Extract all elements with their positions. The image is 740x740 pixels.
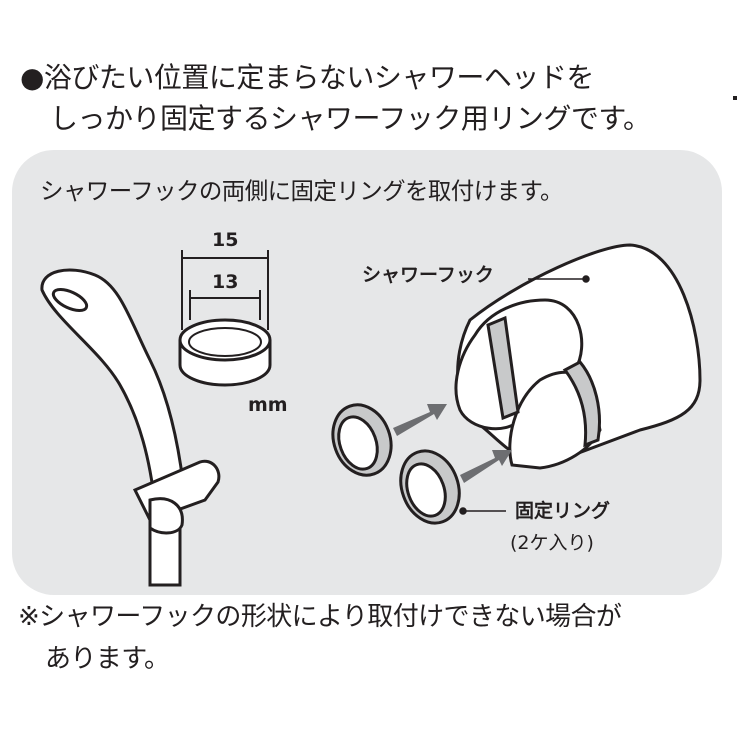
headline-line-1: ●浴びたい位置に定まらないシャワーヘッドを bbox=[20, 61, 594, 94]
fixing-ring-label: 固定リング bbox=[515, 500, 611, 522]
outer-diameter-label: 15 bbox=[212, 229, 239, 251]
shower-hook-label: シャワーフック bbox=[362, 264, 494, 286]
leader-lines bbox=[459, 275, 590, 515]
shower-hook-icon bbox=[454, 243, 702, 470]
headline-line-2: しっかり固定するシャワーフック用リングです。 bbox=[50, 102, 651, 135]
footnote-line-1: ※シャワーフックの形状により取付けできない場合が bbox=[18, 602, 622, 632]
shower-head-icon bbox=[40, 268, 221, 587]
unit-label: mm bbox=[248, 394, 288, 416]
arrow-icon bbox=[393, 404, 512, 483]
ring-dimension-diagram bbox=[178, 250, 272, 387]
fixing-ring-icon bbox=[331, 403, 393, 477]
ring-quantity-label: (2ケ入り) bbox=[510, 532, 594, 554]
inner-diameter-label: 13 bbox=[212, 271, 239, 293]
fixing-ring-icon bbox=[399, 449, 461, 525]
stray-dot bbox=[733, 96, 737, 100]
panel-caption: シャワーフックの両側に固定リングを取付けます。 bbox=[40, 177, 564, 205]
footnote-line-2: あります。 bbox=[45, 644, 170, 674]
